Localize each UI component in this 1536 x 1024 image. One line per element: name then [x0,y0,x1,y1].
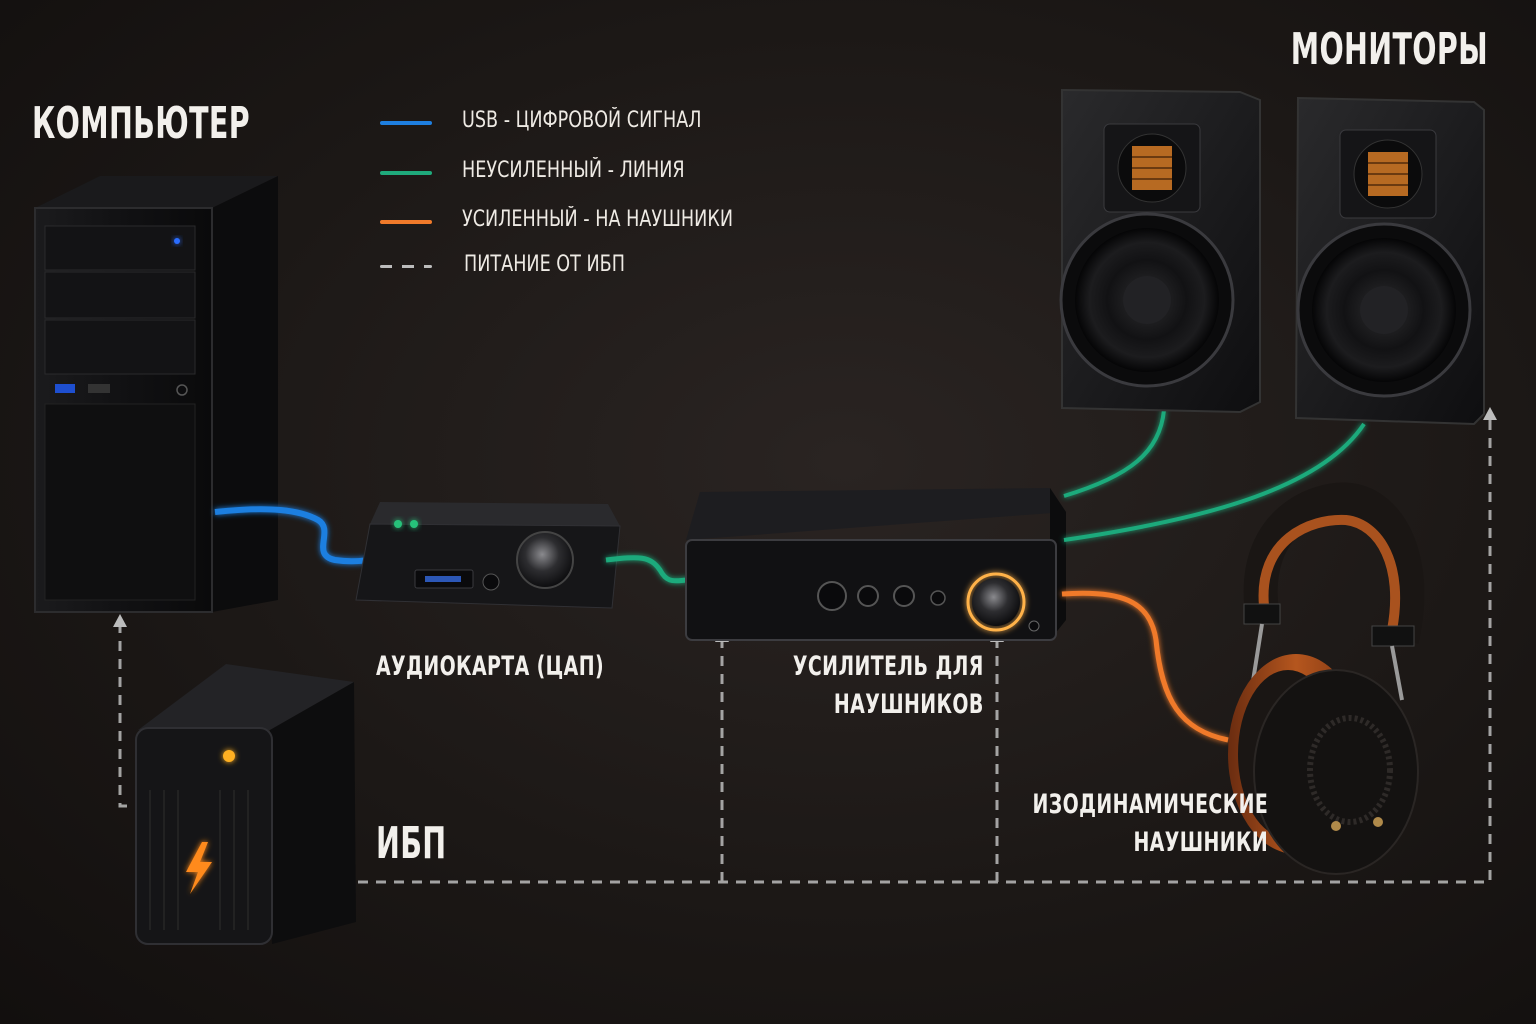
computer-label: КОМПЬЮТЕР [32,98,250,149]
audio-card-device [355,502,621,609]
headphones-label-line2: НАУШНИКИ [1133,827,1268,858]
usb-cable [214,506,371,565]
amplifier-label-line2: НАУШНИКОВ [834,689,984,720]
ups-device [135,664,356,945]
ups-status-led [223,750,235,762]
arrow-up-icon [113,614,127,627]
legend-text-usb: USB - ЦИФРОВОЙ СИГНАЛ [462,108,702,133]
legend-swatch-amplified [380,220,432,224]
line-cable-card-to-amp [605,555,691,584]
legend-swatch-line [380,171,432,175]
amplifier-label: УСИЛИТЕЛЬ ДЛЯ НАУШНИКОВ [793,648,984,724]
planar-headphones [1228,482,1425,875]
line-cable-to-left-monitor [1063,409,1166,498]
headphone-amplifier [685,488,1066,641]
ups-label: ИБП [376,818,447,869]
line-cable-to-right-monitor [1063,422,1366,542]
monitor-speaker-left [1059,88,1261,414]
legend-text-power: ПИТАНИЕ ОТ ИБП [464,252,625,277]
legend-text-line: НЕУСИЛЕННЫЙ - ЛИНИЯ [462,158,685,183]
lightning-icon [186,842,212,894]
power-line-main [322,418,1492,884]
amplifier-label-line1: УСИЛИТЕЛЬ ДЛЯ [793,651,984,682]
legend-text-amplified: УСИЛЕННЫЙ - НА НАУШНИКИ [462,207,733,232]
monitors-label: МОНИТОРЫ [1290,24,1488,75]
legend-swatch-power [380,265,432,268]
audio-card-label: АУДИОКАРТА (ЦАП) [376,651,604,682]
computer-tower [34,176,278,613]
power-led [174,238,180,244]
amplified-cable-to-headphones [1061,590,1229,743]
headphones-label: ИЗОДИНАМИЧЕСКИЕ НАУШНИКИ [1032,786,1268,862]
arrow-up-icon [1483,407,1497,420]
monitor-speaker-right [1294,96,1485,426]
legend-swatch-usb [380,121,432,125]
headphones-label-line1: ИЗОДИНАМИЧЕСКИЕ [1032,789,1268,820]
